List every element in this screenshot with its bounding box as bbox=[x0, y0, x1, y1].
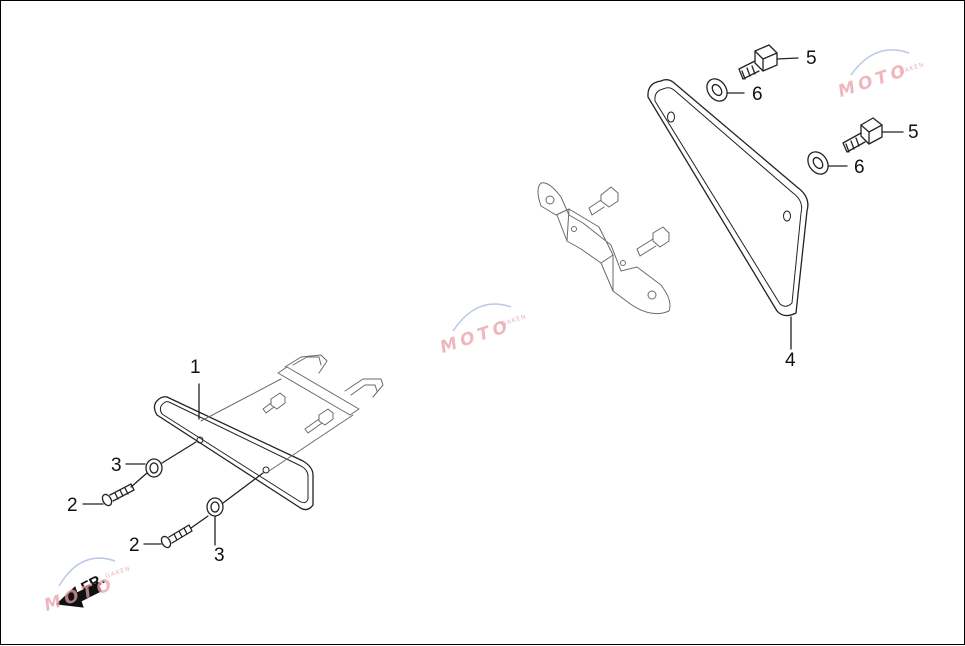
plate-holder-small bbox=[153, 383, 314, 511]
front-arrow-icon bbox=[55, 582, 102, 608]
bolt-5-upper bbox=[738, 44, 799, 80]
callout-5-lower: 5 bbox=[908, 122, 919, 143]
washer-6-lower bbox=[807, 151, 848, 175]
callout-1: 1 bbox=[190, 357, 201, 378]
mounting-bracket-faint bbox=[537, 182, 671, 315]
washer-3-lower bbox=[206, 472, 264, 546]
washer-3-upper bbox=[125, 441, 197, 478]
holder-frame-faint bbox=[200, 354, 384, 472]
callout-6-upper: 6 bbox=[752, 84, 763, 105]
callout-2-upper: 2 bbox=[67, 495, 78, 516]
callout-5-upper: 5 bbox=[806, 48, 817, 69]
license-plate-large bbox=[647, 79, 809, 317]
callout-6-lower: 6 bbox=[854, 157, 865, 178]
washer-6-upper bbox=[706, 78, 745, 102]
callout-3-upper: 3 bbox=[111, 455, 122, 476]
bolt-5-lower bbox=[842, 117, 904, 153]
screw-2-upper bbox=[82, 472, 148, 507]
callout-4: 4 bbox=[785, 350, 796, 371]
callout-3-lower: 3 bbox=[214, 545, 225, 566]
screw-2-lower bbox=[143, 515, 209, 549]
callout-2-lower: 2 bbox=[129, 535, 140, 556]
watermark-swooshes bbox=[58, 49, 910, 587]
